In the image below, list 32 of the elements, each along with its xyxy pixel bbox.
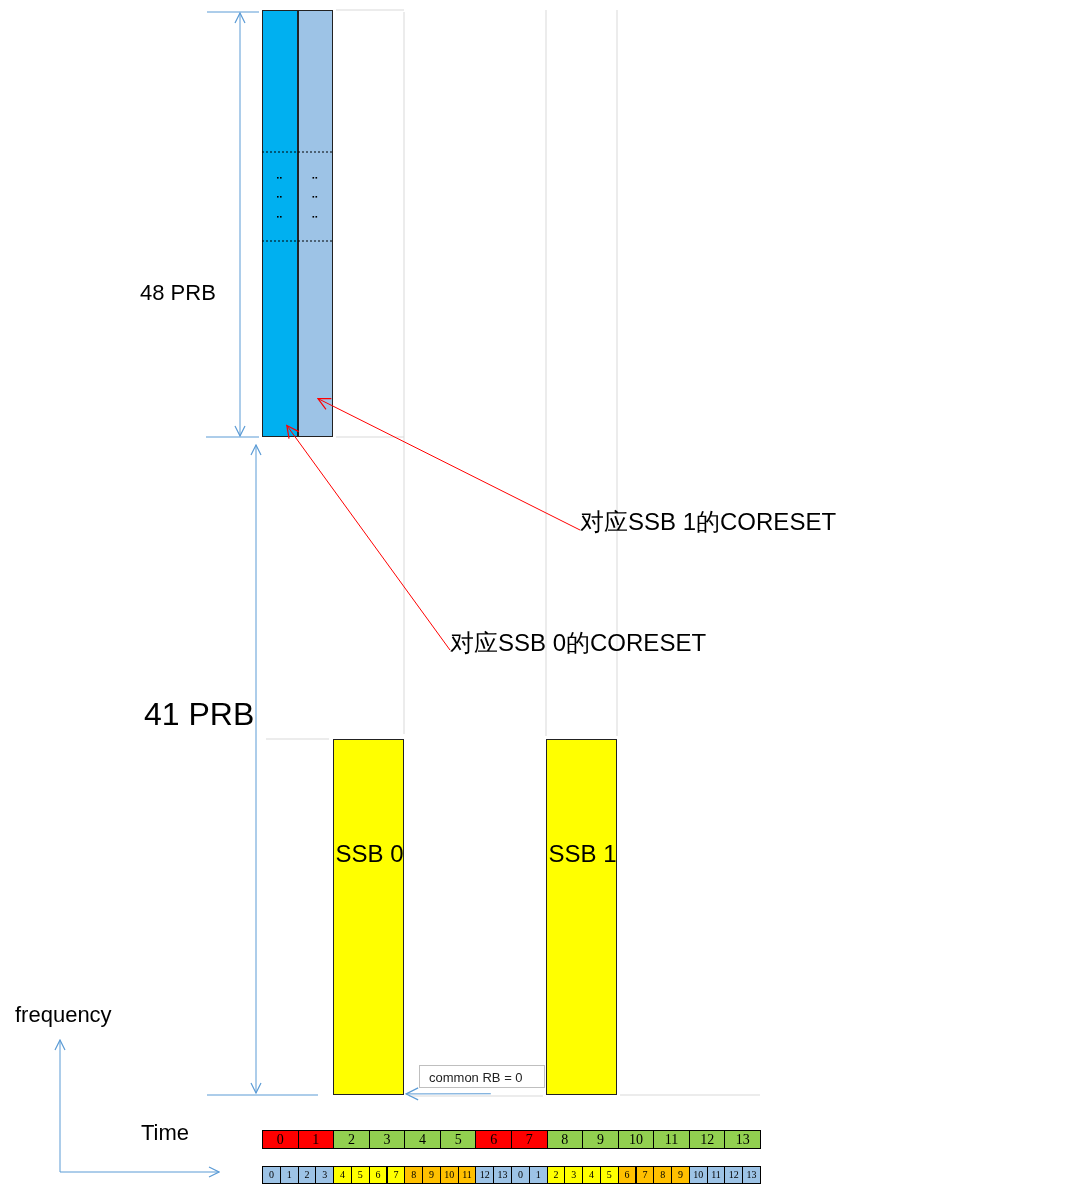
ssb-block <box>333 739 404 1095</box>
symbol-cell: 0 <box>511 1166 530 1184</box>
coreset-column <box>298 10 333 437</box>
symbol-cell: 0 <box>262 1130 299 1149</box>
symbol-cell: 7 <box>511 1130 548 1149</box>
symbol-cell: 13 <box>493 1166 512 1184</box>
symbol-cell: 4 <box>404 1130 441 1149</box>
block-label: SSB 1 <box>547 840 618 868</box>
callout-text: 对应SSB 1的CORESET <box>580 506 880 538</box>
label-box: common RB = 0 <box>419 1065 545 1088</box>
symbol-cell: 9 <box>582 1130 619 1149</box>
dimension-label: 41 PRB <box>144 696 255 733</box>
symbol-cell: 4 <box>582 1166 601 1184</box>
block-label: SSB 0 <box>334 840 405 868</box>
axis-label: Time <box>141 1120 190 1146</box>
symbol-cell: 9 <box>671 1166 690 1184</box>
symbol-cell: 4 <box>333 1166 352 1184</box>
symbol-cell: 9 <box>422 1166 441 1184</box>
symbol-cell: 2 <box>333 1130 370 1149</box>
callout-text: 对应SSB 0的CORESET <box>450 627 750 659</box>
coreset-column <box>262 10 298 437</box>
symbol-cell: 13 <box>742 1166 761 1184</box>
ssb-block <box>546 739 617 1095</box>
symbol-cell: 13 <box>724 1130 761 1149</box>
axis-label: frequency <box>15 1002 112 1028</box>
symbol-cell: 0 <box>262 1166 281 1184</box>
leader-arrow <box>405 1087 492 1101</box>
symbol-cell: 6 <box>475 1130 512 1149</box>
leader-arrow <box>286 424 451 651</box>
symbol-cell: 11 <box>653 1130 690 1149</box>
leader-arrow <box>317 397 581 531</box>
dimension-label: 48 PRB <box>140 280 216 306</box>
